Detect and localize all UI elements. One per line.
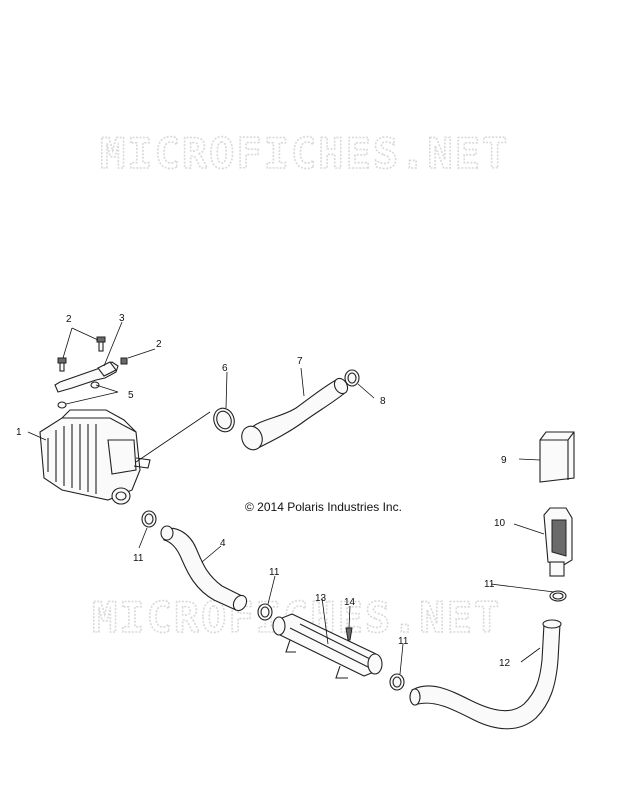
callout-12: 12 — [499, 658, 511, 669]
callout-1: 1 — [16, 427, 22, 438]
part-block-9 — [539, 431, 575, 483]
part-nut-2 — [57, 401, 67, 409]
callout-11-c: 11 — [398, 636, 409, 647]
callout-4: 4 — [220, 538, 226, 549]
part-clamp-11-c — [389, 673, 405, 691]
part-hose-4 — [160, 525, 248, 612]
part-bolt-2 — [96, 336, 106, 352]
callout-7: 7 — [297, 356, 303, 367]
part-pipe-12 — [409, 619, 562, 730]
part-hose-7 — [241, 377, 349, 451]
part-cap-10 — [543, 507, 573, 577]
callout-2-a: 2 — [66, 314, 72, 325]
part-bolt-1 — [57, 357, 67, 372]
part-intercooler-13 — [272, 613, 383, 679]
part-clamp-8 — [344, 369, 360, 387]
callout-3: 3 — [119, 313, 125, 324]
callout-11-d: 11 — [484, 579, 495, 590]
callout-8: 8 — [380, 396, 386, 407]
callout-5: 5 — [128, 390, 134, 401]
part-air-box — [39, 409, 151, 505]
part-bolt-3 — [120, 357, 128, 365]
callout-6: 6 — [222, 363, 228, 374]
part-nut-1 — [90, 381, 100, 389]
copyright-notice: © 2014 Polaris Industries Inc. — [245, 500, 402, 514]
part-clamp-11-b — [257, 603, 273, 621]
callout-11-a: 11 — [133, 553, 144, 564]
part-clamp-11-a — [141, 510, 157, 528]
callout-9: 9 — [501, 455, 507, 466]
leader-lines — [27, 321, 555, 675]
watermark-top: MICROFICHES.NET — [100, 129, 509, 178]
callout-2-b: 2 — [156, 339, 162, 350]
part-clamp-11-d — [549, 590, 567, 602]
callout-13: 13 — [315, 593, 327, 604]
callout-14: 14 — [344, 597, 356, 608]
callout-11-b: 11 — [269, 567, 280, 578]
part-clamp-6 — [213, 407, 235, 433]
part-screw-14 — [345, 627, 353, 641]
callout-10: 10 — [494, 518, 506, 529]
part-bracket — [54, 361, 119, 393]
